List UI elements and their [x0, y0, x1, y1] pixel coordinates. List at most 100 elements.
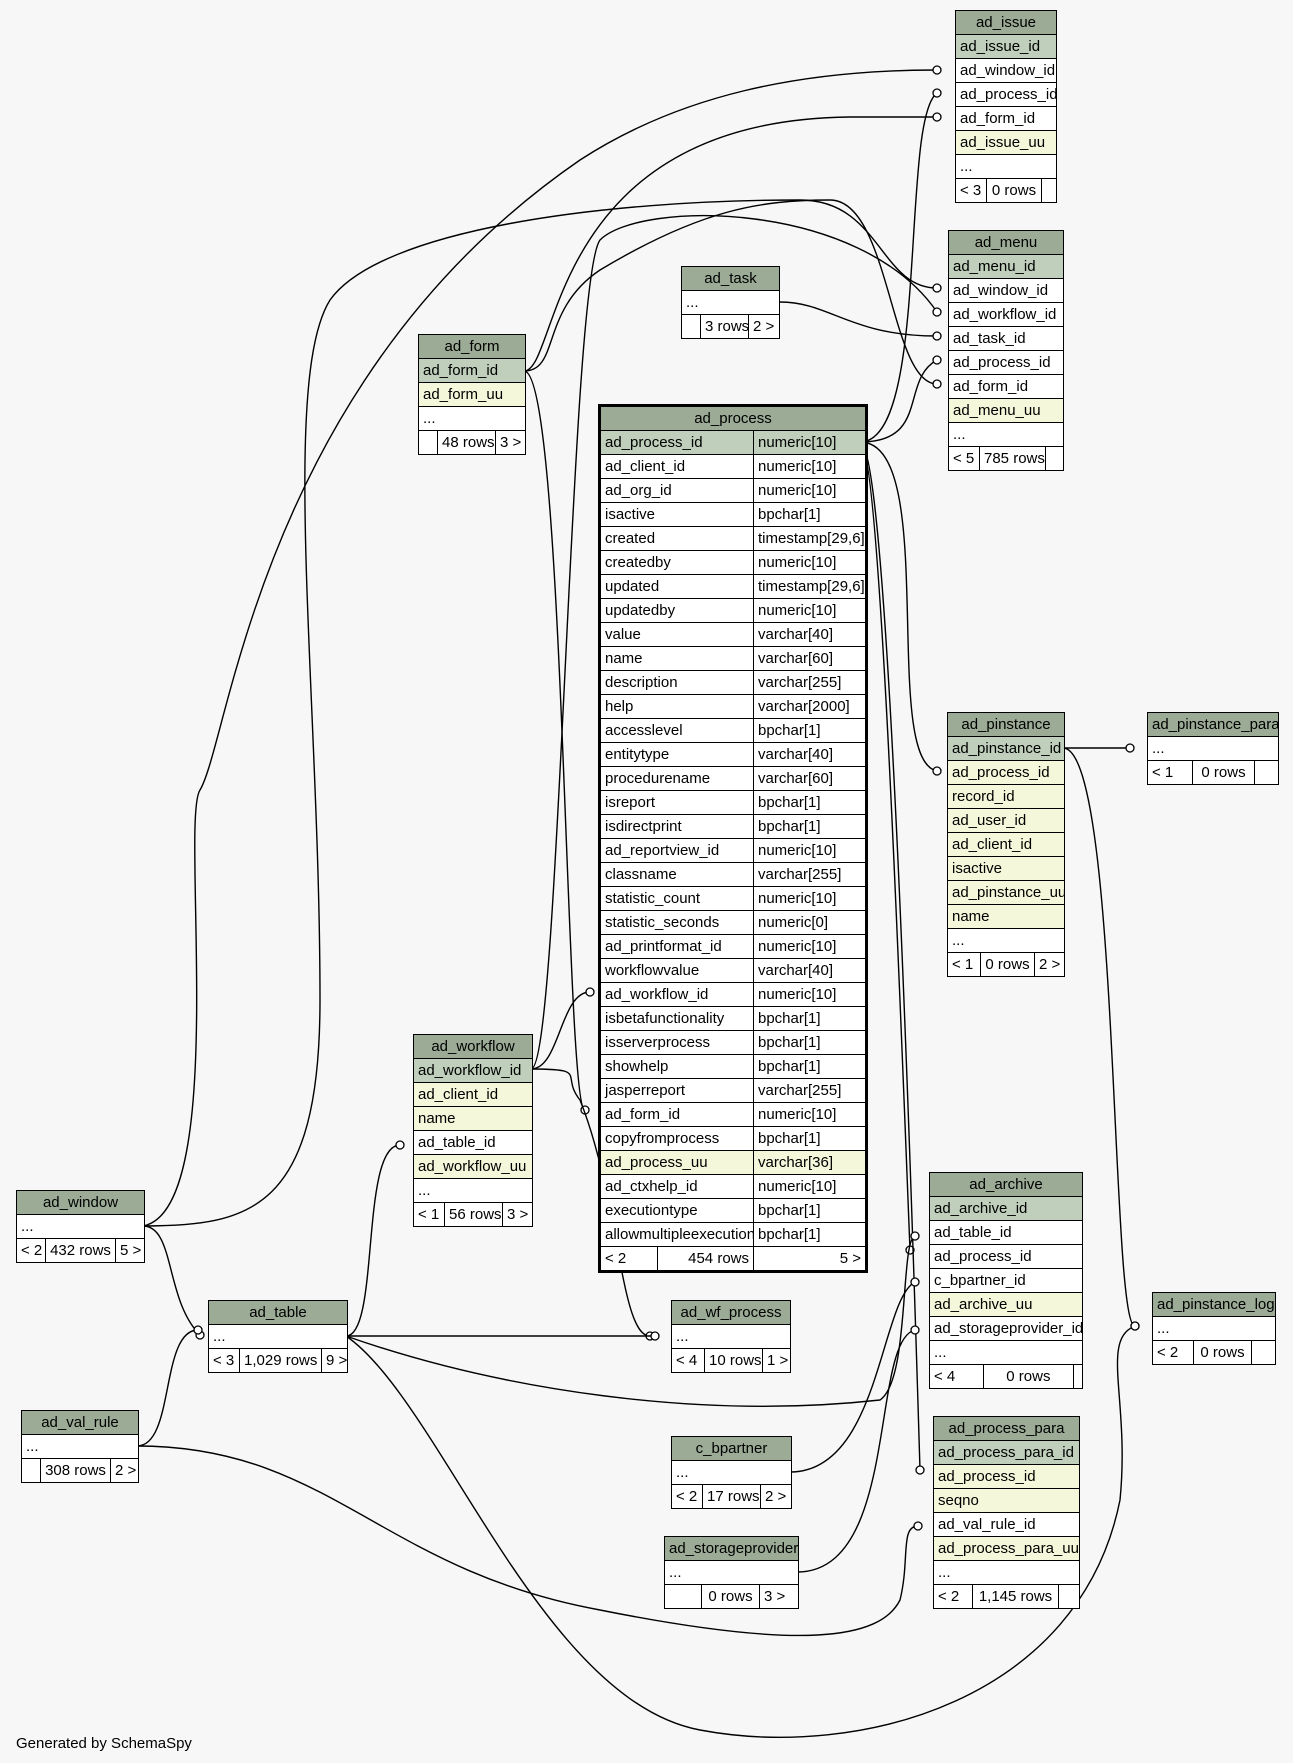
column-row[interactable]: ad_process_para_id — [934, 1440, 1079, 1464]
column-row[interactable]: ad_client_id — [414, 1082, 532, 1106]
column-row[interactable]: ad_form_id — [949, 374, 1063, 398]
column-row[interactable]: ad_issue_uu — [956, 130, 1056, 154]
table-header[interactable]: ad_issue — [956, 11, 1056, 34]
table-header[interactable]: ad_pinstance_para — [1148, 713, 1278, 736]
column-row[interactable]: name — [414, 1106, 532, 1130]
column-row[interactable]: seqno — [934, 1488, 1079, 1512]
table-header[interactable]: c_bpartner — [672, 1437, 791, 1460]
column-row[interactable]: ad_client_id — [948, 832, 1064, 856]
column-row[interactable]: ad_form_id — [956, 106, 1056, 130]
table-header[interactable]: ad_window — [17, 1191, 144, 1214]
column-row[interactable]: isactive — [948, 856, 1064, 880]
column-row[interactable]: ... — [419, 406, 525, 430]
parents-count[interactable]: < 2 — [21, 1242, 43, 1259]
children-count[interactable]: 2 > — [110, 1459, 138, 1482]
parents-count[interactable]: < 2 — [1157, 1344, 1179, 1361]
parents-count[interactable]: < 2 — [938, 1588, 960, 1605]
column-row[interactable]: ad_issue_id — [956, 34, 1056, 58]
children-count[interactable]: 2 > — [760, 1485, 791, 1508]
column-row[interactable]: ad_process_id — [930, 1244, 1082, 1268]
table-header[interactable]: ad_task — [682, 267, 779, 290]
children-count[interactable]: 1 > — [762, 1349, 790, 1372]
column-row[interactable]: ad_process_para_uu — [934, 1536, 1079, 1560]
column-row[interactable]: record_id — [948, 784, 1064, 808]
column-row[interactable]: ad_table_id — [414, 1130, 532, 1154]
parents-count[interactable]: < 5 — [953, 450, 975, 467]
column-row[interactable]: ad_table_id — [930, 1220, 1082, 1244]
column-row[interactable]: ... — [948, 928, 1064, 952]
column-row[interactable]: c_bpartner_id — [930, 1268, 1082, 1292]
column-row[interactable]: ad_form_id — [419, 358, 525, 382]
column-row[interactable]: ad_window_id — [956, 58, 1056, 82]
children-count[interactable]: 3 > — [759, 1585, 798, 1608]
table-header[interactable]: ad_process_para — [934, 1417, 1079, 1440]
parents-count[interactable]: < 4 — [676, 1352, 698, 1369]
children-count[interactable]: 3 > — [502, 1203, 532, 1226]
column-row[interactable]: ad_window_id — [949, 278, 1063, 302]
column-row[interactable]: ad_archive_uu — [930, 1292, 1082, 1316]
children-count[interactable] — [1041, 179, 1056, 202]
children-count[interactable] — [1254, 761, 1278, 784]
column-row[interactable]: ad_pinstance_id — [948, 736, 1064, 760]
column-row[interactable]: ad_task_id — [949, 326, 1063, 350]
column-row[interactable]: ... — [934, 1560, 1079, 1584]
column-row[interactable]: ad_workflow_uu — [414, 1154, 532, 1178]
parents-count[interactable]: < 3 — [213, 1352, 235, 1369]
children-count[interactable]: 5 > — [115, 1239, 144, 1262]
children-count[interactable] — [1251, 1341, 1275, 1364]
column-row[interactable]: ... — [672, 1460, 791, 1484]
table-header[interactable]: ad_menu — [949, 231, 1063, 254]
table-header[interactable]: ad_wf_process — [672, 1301, 790, 1324]
column-row[interactable]: ad_process_id — [956, 82, 1056, 106]
parents-count[interactable] — [22, 1459, 40, 1482]
column-row[interactable]: ad_workflow_id — [414, 1058, 532, 1082]
children-count[interactable]: 2 > — [748, 315, 779, 338]
table-header[interactable]: ad_storageprovider — [665, 1537, 798, 1560]
parents-count[interactable]: < 1 — [952, 956, 974, 973]
column-row[interactable]: ... — [209, 1324, 347, 1348]
children-count[interactable] — [1045, 447, 1063, 470]
column-row[interactable]: ... — [956, 154, 1056, 178]
column-row[interactable]: ... — [682, 290, 779, 314]
column-row[interactable]: ad_val_rule_id — [934, 1512, 1079, 1536]
table-header[interactable]: ad_val_rule — [22, 1411, 138, 1434]
column-row[interactable]: ... — [672, 1324, 790, 1348]
column-row[interactable]: ... — [1153, 1316, 1275, 1340]
parents-count[interactable] — [665, 1585, 701, 1608]
column-row[interactable]: ad_user_id — [948, 808, 1064, 832]
children-count[interactable]: 3 > — [495, 431, 525, 454]
